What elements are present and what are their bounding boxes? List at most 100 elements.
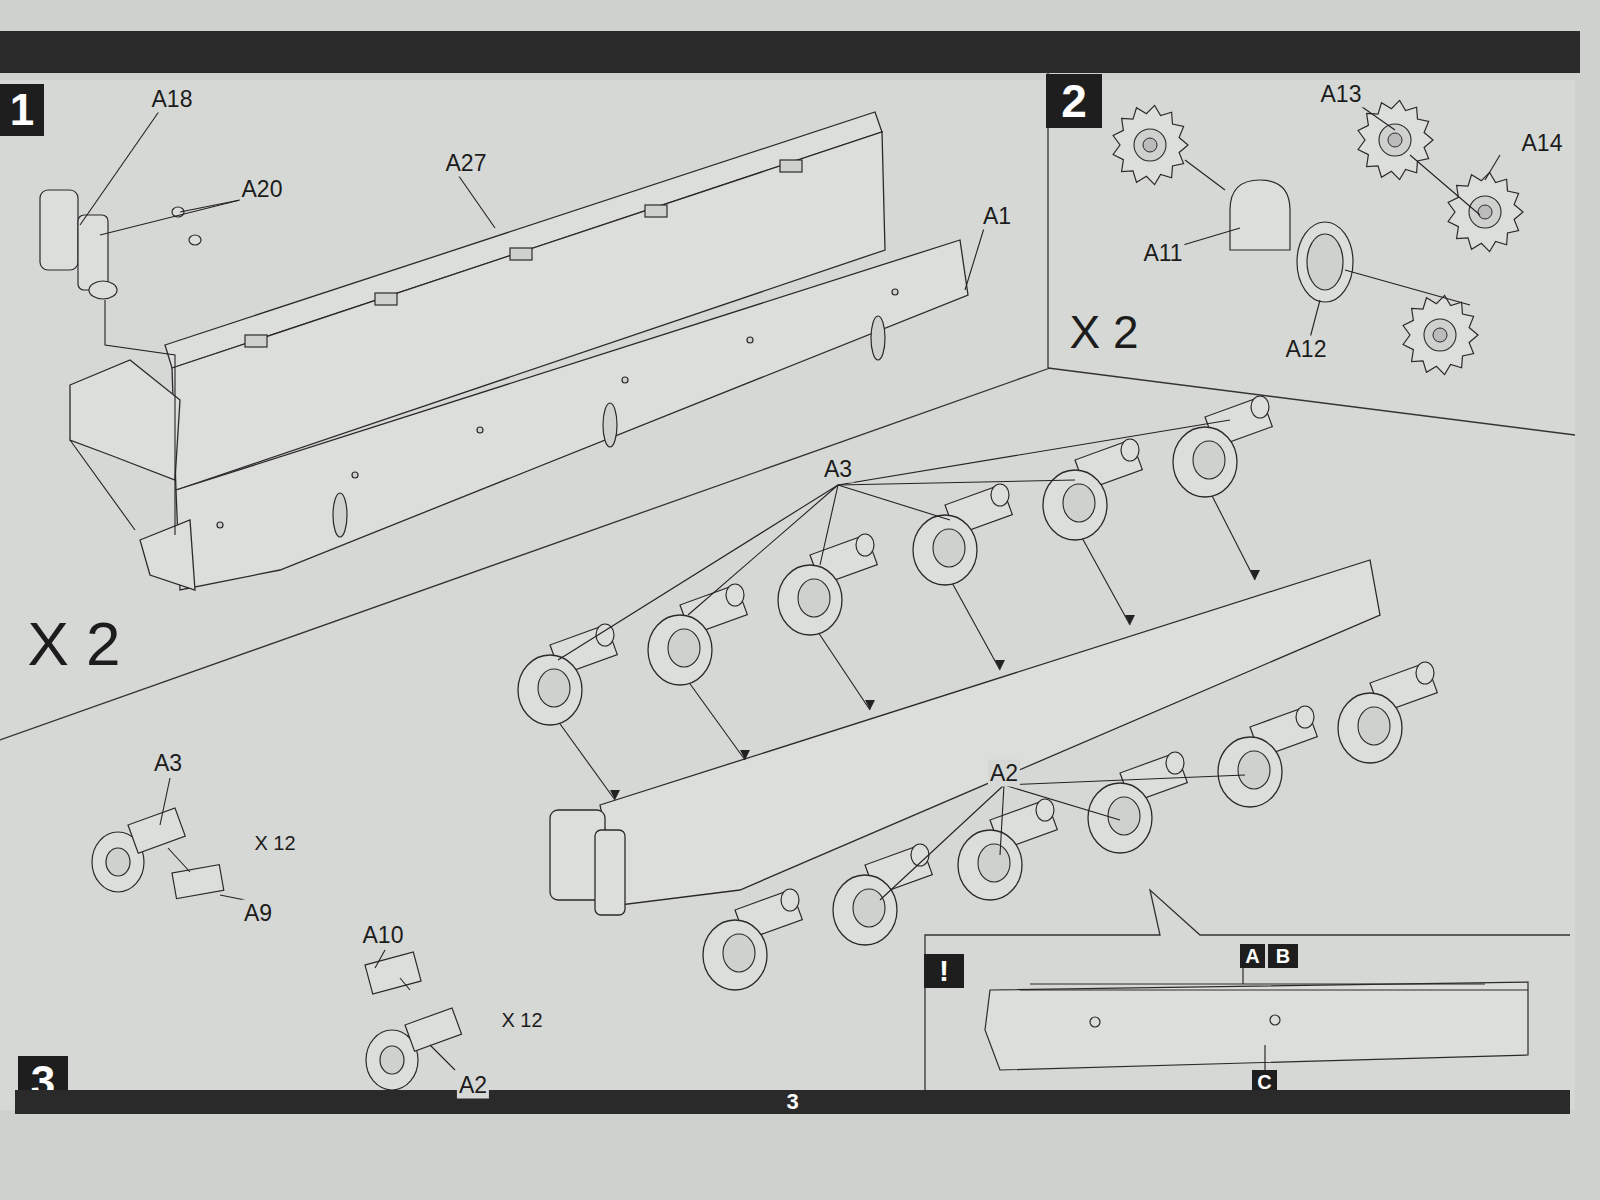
box-text: A [1245, 945, 1259, 968]
part-number: A27 [444, 150, 489, 177]
sprocket-teeth [1113, 105, 1188, 184]
part-number: A20 [240, 176, 285, 203]
bottom-bar-edge [15, 1090, 1570, 1114]
arm-pin [991, 484, 1009, 506]
leader-lines-step2 [1183, 102, 1500, 338]
part-number: A1 [981, 203, 1013, 230]
part-number: A13 [1319, 81, 1364, 108]
road-wheel [648, 584, 747, 685]
part-number: A10 [361, 922, 406, 949]
sprocket-wheel [1403, 295, 1478, 374]
wheel-rim [703, 920, 767, 990]
arrow-head [1250, 570, 1260, 580]
wheel-hub [1358, 707, 1390, 745]
sprocket-axle [1388, 133, 1402, 147]
assembly-arrow [1075, 525, 1130, 625]
sprocket-teeth [1403, 295, 1478, 374]
leader-lines-step1 [70, 110, 985, 535]
road-wheel [778, 534, 877, 635]
wheel-hub [978, 844, 1010, 882]
wheel-hub [538, 669, 570, 707]
part-number: A11 [1141, 240, 1184, 267]
hull-side-step1 [70, 112, 968, 590]
hull-side-step3 [550, 560, 1380, 915]
sprocket-wheel [1448, 172, 1523, 251]
idler-mount-a18 [40, 190, 201, 299]
arrow-head [610, 790, 620, 800]
hull-bolts-step1 [217, 160, 898, 537]
sprocket-hub [1134, 129, 1166, 161]
sprocket-hub [1469, 196, 1501, 228]
quantity-mark: X 2 [25, 608, 122, 679]
road-wheel [1218, 706, 1317, 807]
final-drive-parts [1230, 180, 1353, 302]
arm-pin [781, 889, 799, 911]
panel-dividers [0, 73, 1575, 1105]
top-bar [0, 31, 1580, 73]
box-text: 1 [10, 85, 34, 135]
wheel-subassemblies [92, 808, 462, 1090]
road-wheel [1043, 439, 1142, 540]
hull-inset [985, 950, 1528, 1070]
road-wheel [1173, 396, 1272, 497]
wheel-rim [1088, 783, 1152, 853]
box-text: B [1276, 945, 1290, 968]
road-wheel [518, 624, 617, 725]
arm-pin [856, 534, 874, 556]
wheel-rim [958, 830, 1022, 900]
note-icon: ! [924, 954, 964, 988]
box-text: ! [939, 954, 949, 988]
step-number-box: 2 [1046, 74, 1102, 128]
arm-pin [726, 584, 744, 606]
part-number: A18 [150, 86, 195, 113]
part-number: A3 [152, 750, 184, 777]
wheel-rim [648, 615, 712, 685]
wheel-hub [798, 579, 830, 617]
wheel-hub [933, 529, 965, 567]
part-number: A9 [242, 900, 274, 927]
quantity-mark: X 12 [499, 1009, 544, 1032]
part-number: A2 [457, 1072, 489, 1099]
wheel-hub [1108, 797, 1140, 835]
sprocket-hub [1424, 319, 1456, 351]
arm-pin [1036, 799, 1054, 821]
road-wheel [833, 844, 932, 945]
road-wheel [703, 889, 802, 990]
part-tree-box: A [1240, 944, 1265, 968]
arm-pin [1296, 706, 1314, 728]
road-wheels [518, 396, 1437, 990]
wheel-rim [833, 875, 897, 945]
sprocket-axle [1433, 328, 1447, 342]
wheel-rim [518, 655, 582, 725]
page-sheet [0, 80, 1575, 1110]
arm-pin [1251, 396, 1269, 418]
wheel-hub [723, 934, 755, 972]
sprocket-hub [1379, 124, 1411, 156]
arm-pin [1416, 662, 1434, 684]
wheel-hub [1193, 441, 1225, 479]
wheel-rim [1173, 427, 1237, 497]
arrow-head [740, 750, 750, 760]
quantity-mark: X 12 [252, 832, 297, 855]
sprocket-axle [1143, 138, 1157, 152]
quantity-mark: X 2 [1067, 305, 1140, 359]
part-number: A3 [822, 456, 854, 483]
sprocket-wheel [1113, 105, 1188, 184]
arm-pin [1121, 439, 1139, 461]
part-number: A12 [1284, 336, 1329, 363]
arm-pin [1166, 752, 1184, 774]
part-number: A2 [988, 760, 1020, 787]
road-wheel [1088, 752, 1187, 853]
arrow-head [995, 660, 1005, 670]
wheel-rim [1338, 693, 1402, 763]
part-tree-box: B [1268, 944, 1298, 968]
wheel-hub [1063, 484, 1095, 522]
arrow-head [1125, 615, 1135, 625]
wheel-rim [1218, 737, 1282, 807]
box-text: 3 [786, 1089, 798, 1115]
part-number: A14 [1520, 130, 1565, 157]
box-text: 2 [1061, 74, 1087, 128]
arrow-head [865, 700, 875, 710]
wheel-rim [913, 515, 977, 585]
